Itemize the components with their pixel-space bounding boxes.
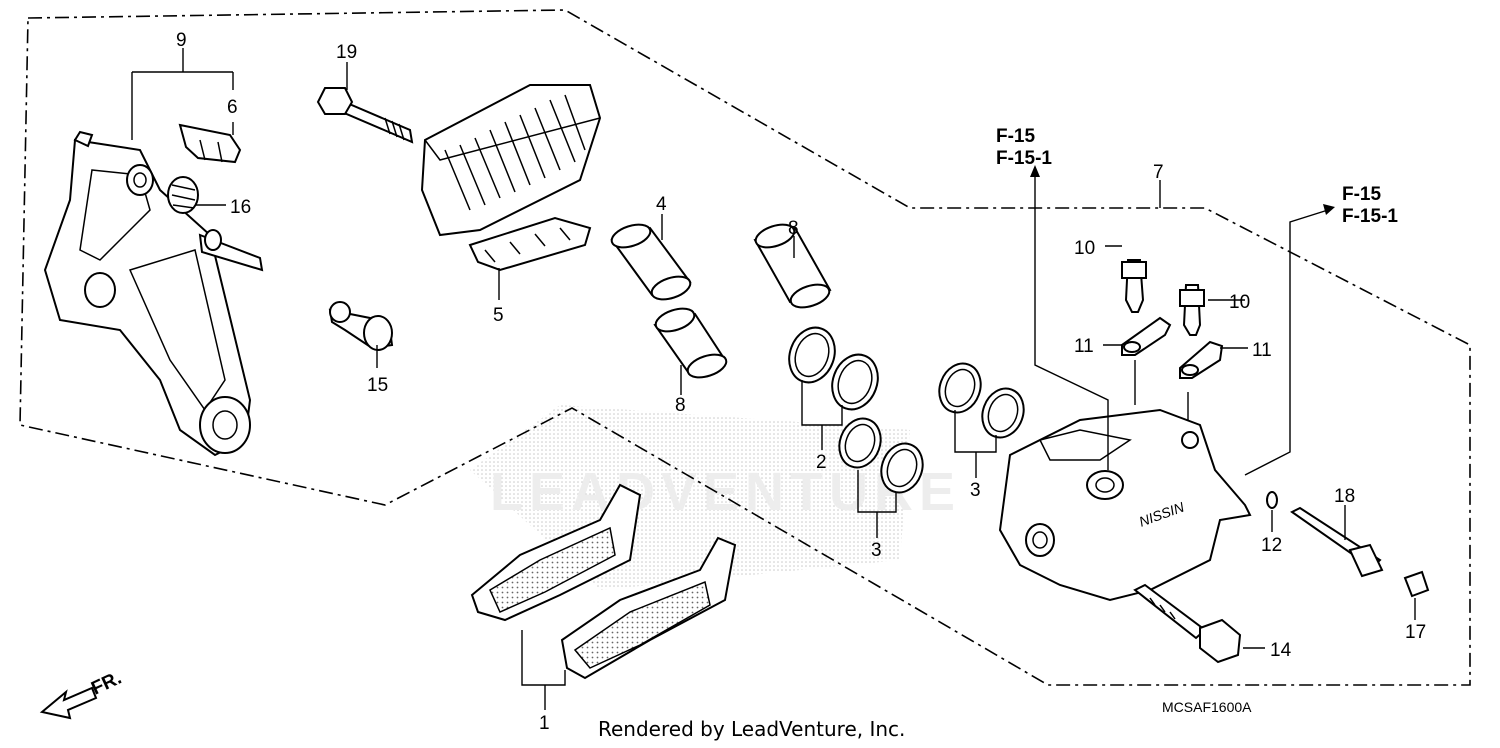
ref-label-a2[interactable]: F-15-1 [996, 148, 1052, 169]
callout-17[interactable]: 17 [1405, 622, 1426, 643]
callout-10-left[interactable]: 10 [1074, 238, 1095, 259]
callout-11-left[interactable]: 11 [1074, 336, 1094, 357]
callout-14[interactable]: 14 [1270, 640, 1292, 661]
clip [178, 123, 242, 164]
ref-label-b1[interactable]: F-15 [1342, 184, 1382, 205]
diagram-code: MCSAF1600A [1162, 699, 1252, 715]
plug-cap [1403, 570, 1430, 598]
callout-12[interactable]: 12 [1261, 535, 1282, 556]
callout-3-left[interactable]: 3 [871, 540, 882, 561]
callout-15[interactable]: 15 [367, 375, 388, 396]
callout-5[interactable]: 5 [493, 305, 504, 326]
bleeder-cap-a [1121, 316, 1172, 356]
callout-9[interactable]: 9 [176, 30, 187, 51]
brake-pads [470, 483, 737, 680]
caliper-bolt [316, 87, 414, 144]
piston-8b [653, 307, 728, 379]
pin-bolt [328, 301, 394, 351]
callout-4[interactable]: 4 [656, 194, 667, 215]
caliper-bracket [43, 130, 264, 457]
ref-label-b2[interactable]: F-15-1 [1342, 206, 1398, 227]
pad-pin [1290, 506, 1384, 578]
piston-seals [788, 326, 1025, 494]
callout-18[interactable]: 18 [1334, 486, 1355, 507]
caliper-body: NISSIN [998, 408, 1252, 602]
piston-8a [753, 223, 832, 309]
callout-16[interactable]: 16 [230, 197, 251, 218]
reference-labels: F-15 F-15-1 F-15 F-15-1 [996, 126, 1398, 227]
bleeder-valve-b [1179, 284, 1205, 336]
callout-19[interactable]: 19 [336, 42, 357, 63]
callout-6[interactable]: 6 [227, 97, 238, 118]
piston-4 [610, 223, 692, 301]
callout-2[interactable]: 2 [816, 452, 827, 473]
callout-1[interactable]: 1 [539, 713, 550, 734]
leader-lines [131, 48, 1416, 710]
pad-spring [468, 216, 592, 272]
callout-11-right[interactable]: 11 [1252, 340, 1272, 361]
front-direction-marker: FR. [39, 668, 125, 720]
callout-8-bottom[interactable]: 8 [675, 395, 686, 416]
heat-sink-cover [420, 84, 602, 237]
render-credit: Rendered by LeadVenture, Inc. [598, 717, 905, 741]
ref-label-a1[interactable]: F-15 [996, 126, 1036, 147]
bleeder-valve-a [1121, 259, 1147, 313]
callout-10-right[interactable]: 10 [1229, 292, 1250, 313]
assembly-outlines [19, 9, 1471, 686]
callouts: 9 6 16 19 4 8 8 5 15 2 3 3 1 7 10 10 11 … [176, 30, 1426, 734]
washer [1266, 491, 1278, 509]
callout-3-right[interactable]: 3 [970, 480, 981, 501]
mounting-bolt [1133, 583, 1242, 664]
boot [167, 176, 199, 214]
bleeder-cap-b [1179, 340, 1224, 379]
callout-7[interactable]: 7 [1153, 162, 1164, 183]
callout-8-top[interactable]: 8 [788, 218, 799, 239]
